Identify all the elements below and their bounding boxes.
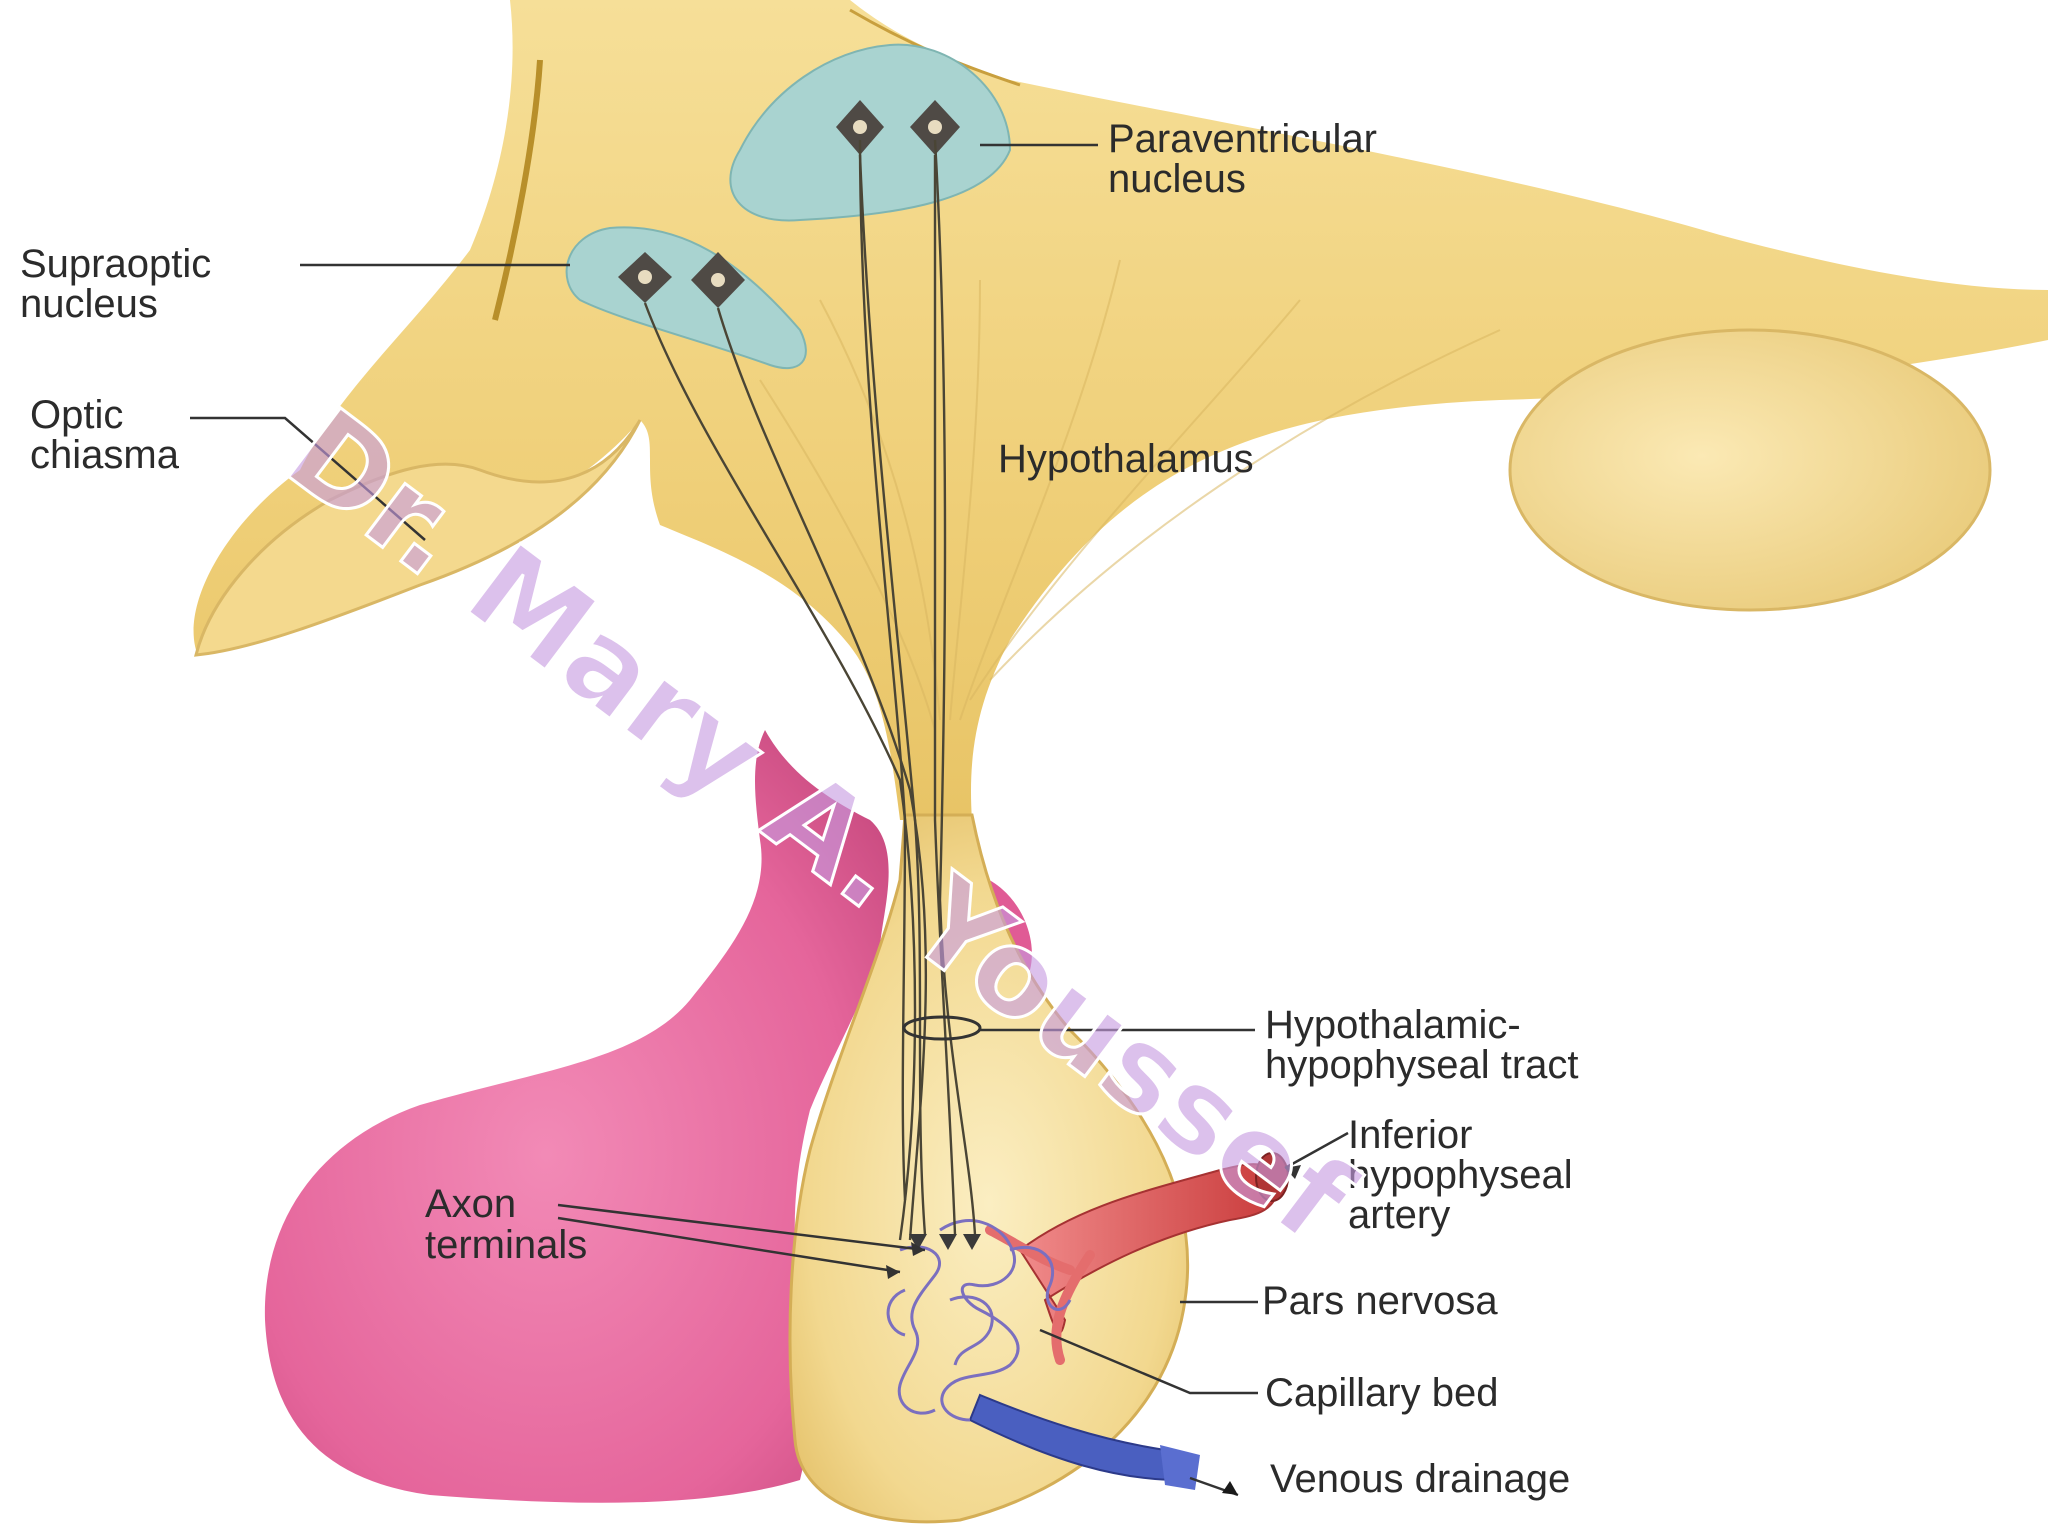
label-optic-chiasma-line2: chiasma [30,433,180,477]
label-supraoptic-line2: nucleus [20,282,158,326]
label-tract-line2: hypophyseal tract [1265,1043,1579,1087]
leader-lines [190,143,1349,1497]
neuron-cell-bodies [618,100,960,308]
axon-fibers [643,139,977,1241]
label-optic-chiasma-line1: Optic [30,393,123,437]
label-hypothalamus: Hypothalamus [998,437,1254,481]
fiber-streaks [759,259,1501,731]
label-axon-terminals-line1: Axon [425,1182,516,1226]
vein-ending [1160,1445,1200,1490]
label-paraventricular-line2: nucleus [1108,157,1246,201]
label-axon-terminals-line2: terminals [425,1223,587,1267]
hypothalamus-tissue [193,0,2048,820]
brain-base-shape [193,0,2048,820]
label-artery-line2: hypophyseal [1348,1153,1573,1197]
label-artery-line3: artery [1348,1193,1450,1237]
mammillary-body [1508,328,1992,612]
inferior-hypophyseal-artery-shape [1018,1163,1282,1334]
anterior-pituitary-shape [264,730,889,1503]
label-paraventricular-line1: Paraventricular [1108,117,1377,161]
label-pars-nervosa: Pars nervosa [1262,1279,1498,1323]
labels: Paraventricular nucleus Supraoptic nucle… [20,117,1579,1501]
third-ventricle-lining [492,59,543,321]
artery-branches [985,1225,1095,1365]
label-tract-line1: Hypothalamic- [1265,1003,1521,1047]
artery-cut-end [1255,1152,1289,1202]
tract-ring-marker [902,1015,982,1041]
capillary-bed-network [886,1219,1072,1422]
label-capillary-bed: Capillary bed [1265,1371,1498,1415]
label-artery-line1: Inferior [1348,1113,1473,1157]
label-venous-drainage: Venous drainage [1270,1457,1570,1501]
axon-terminal-arrows [909,1234,981,1250]
label-supraoptic-line1: Supraoptic [20,242,211,286]
optic-chiasma-shape [194,419,642,657]
